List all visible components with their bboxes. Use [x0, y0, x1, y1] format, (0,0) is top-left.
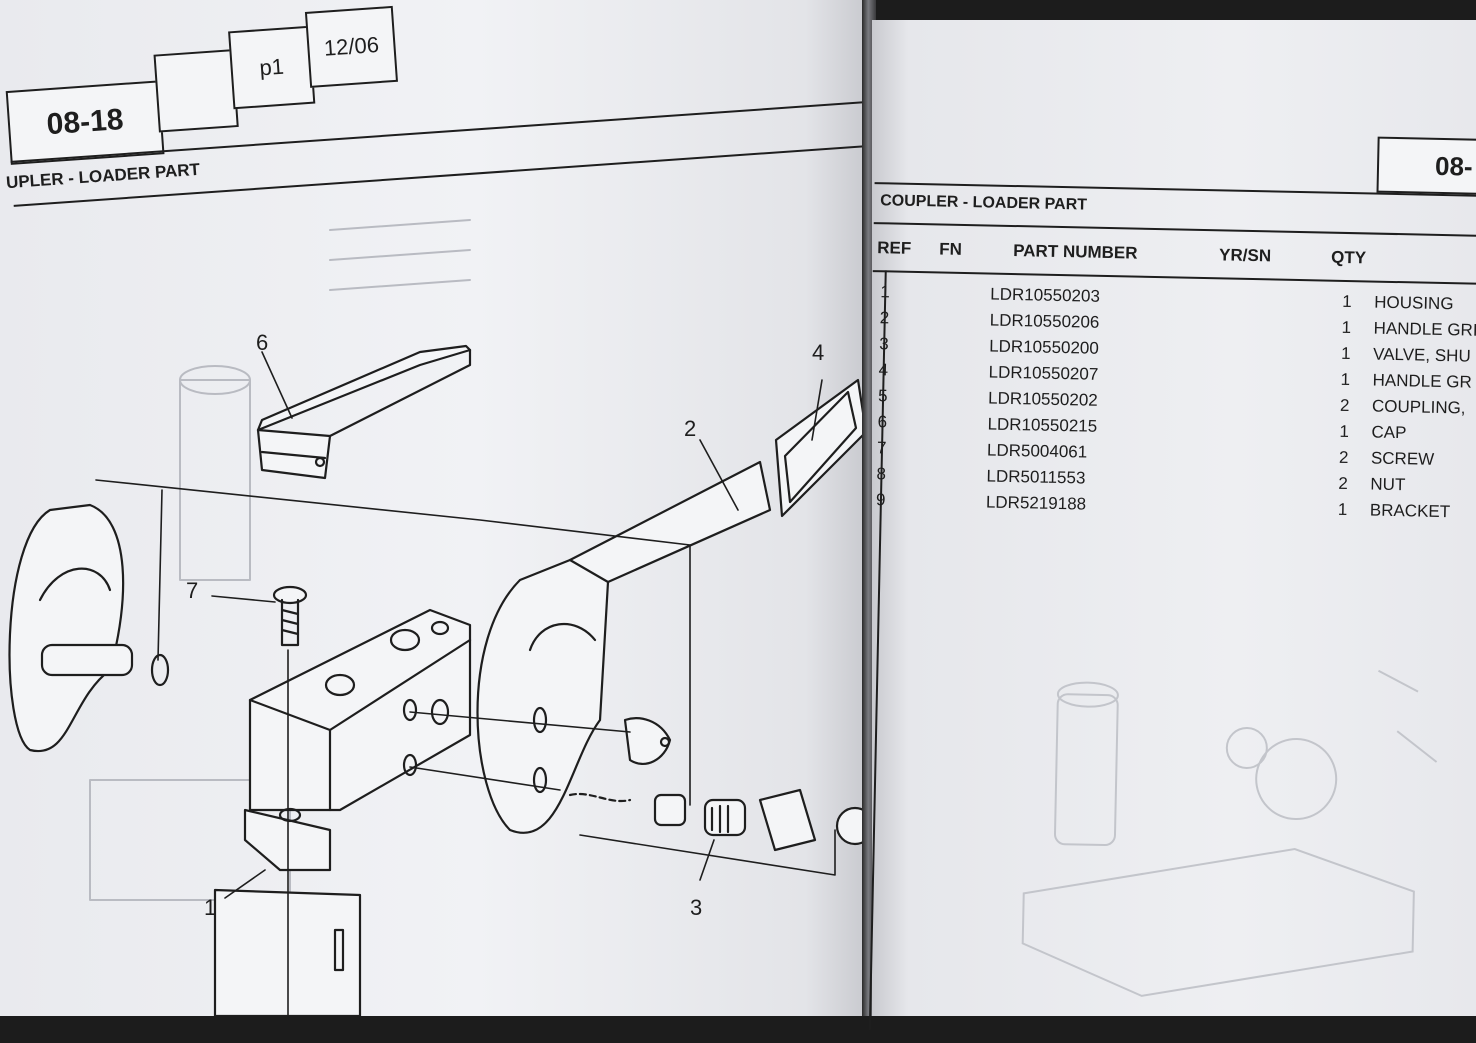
callout-6: 6 [256, 330, 268, 355]
callout-4: 4 [812, 340, 824, 365]
row-part-number: LDR10550215 [987, 414, 1098, 436]
row-part-number: LDR10550206 [989, 310, 1100, 332]
row-part-number: LDR10550200 [988, 336, 1100, 358]
col-header-yr-sn: YR/SN [1218, 245, 1272, 266]
row-part-number: LDR10550203 [990, 284, 1101, 306]
part-4-grip [774, 378, 866, 518]
row-description: BRACKET [1369, 500, 1451, 522]
part-2-lever [476, 460, 772, 834]
right-page: 08- COUPLER - LOADER PART REF FN PART NU… [868, 20, 1476, 1031]
row-ref: 4 [878, 360, 889, 380]
col-header-part-number: PART NUMBER [1013, 241, 1138, 263]
row-qty: 1 [1341, 317, 1352, 338]
row-qty: 1 [1337, 499, 1348, 520]
exploded-parts-diagram: 6 4 2 7 1 3 [8, 219, 866, 1016]
row-ref: 3 [879, 334, 889, 354]
callout-labels: 6 4 2 7 1 3 [186, 330, 824, 920]
row-qty: 2 [1339, 395, 1350, 416]
part-7-screw [272, 585, 308, 647]
callout-2: 2 [684, 416, 696, 441]
section-code-right: 08- [1376, 136, 1476, 196]
callout-3: 3 [690, 895, 702, 920]
col-header-qty: QTY [1330, 247, 1367, 268]
row-description: NUT [1370, 474, 1406, 495]
row-part-number: LDR5004061 [986, 440, 1088, 462]
row-qty: 1 [1342, 291, 1352, 312]
callout-1: 1 [204, 895, 216, 920]
row-part-number: LDR5219188 [985, 492, 1087, 514]
row-ref: 1 [880, 282, 890, 302]
left-page: 08-18 p1 12/06 UPLER - LOADER PART [0, 0, 892, 1016]
row-part-number: LDR10550202 [987, 388, 1098, 410]
row-qty: 2 [1338, 473, 1349, 494]
row-description: COUPLING, [1371, 396, 1466, 418]
row-ref: 5 [877, 386, 888, 406]
left-lever-part [8, 503, 170, 753]
row-description: HANDLE GR [1372, 370, 1472, 392]
row-part-number: LDR10550207 [988, 362, 1099, 384]
row-qty: 1 [1339, 421, 1350, 442]
row-ref: 2 [879, 308, 890, 328]
part-6-handle [256, 344, 472, 480]
bleed-through-diagram [1021, 669, 1438, 997]
row-ref: 8 [876, 464, 887, 484]
right-page-title: COUPLER - LOADER PART [880, 192, 1088, 214]
row-description: SCREW [1370, 448, 1435, 469]
row-ref: 7 [876, 438, 887, 458]
row-part-number: LDR5011553 [986, 466, 1086, 488]
row-qty: 1 [1340, 343, 1351, 364]
col-header-ref: REF [877, 238, 912, 258]
row-description: CAP [1371, 422, 1407, 443]
parts-list: 08- COUPLER - LOADER PART REF FN PART NU… [851, 20, 1476, 1033]
row-description: HANDLE GRI [1373, 318, 1476, 340]
callout-7: 7 [186, 578, 198, 603]
part-1-housing [213, 608, 472, 1016]
part-3-valve [568, 717, 866, 852]
row-qty: 1 [1340, 369, 1351, 390]
row-description: HOUSING [1374, 292, 1454, 314]
row-qty: 2 [1338, 447, 1349, 468]
row-description: VALVE, SHU [1372, 344, 1471, 366]
row-ref: 6 [877, 412, 888, 432]
col-header-fn: FN [939, 239, 963, 259]
right-title-rule [873, 222, 1476, 238]
assembly-lines [95, 351, 836, 1016]
row-ref: 9 [875, 490, 886, 510]
column-header-rule [872, 270, 1476, 286]
